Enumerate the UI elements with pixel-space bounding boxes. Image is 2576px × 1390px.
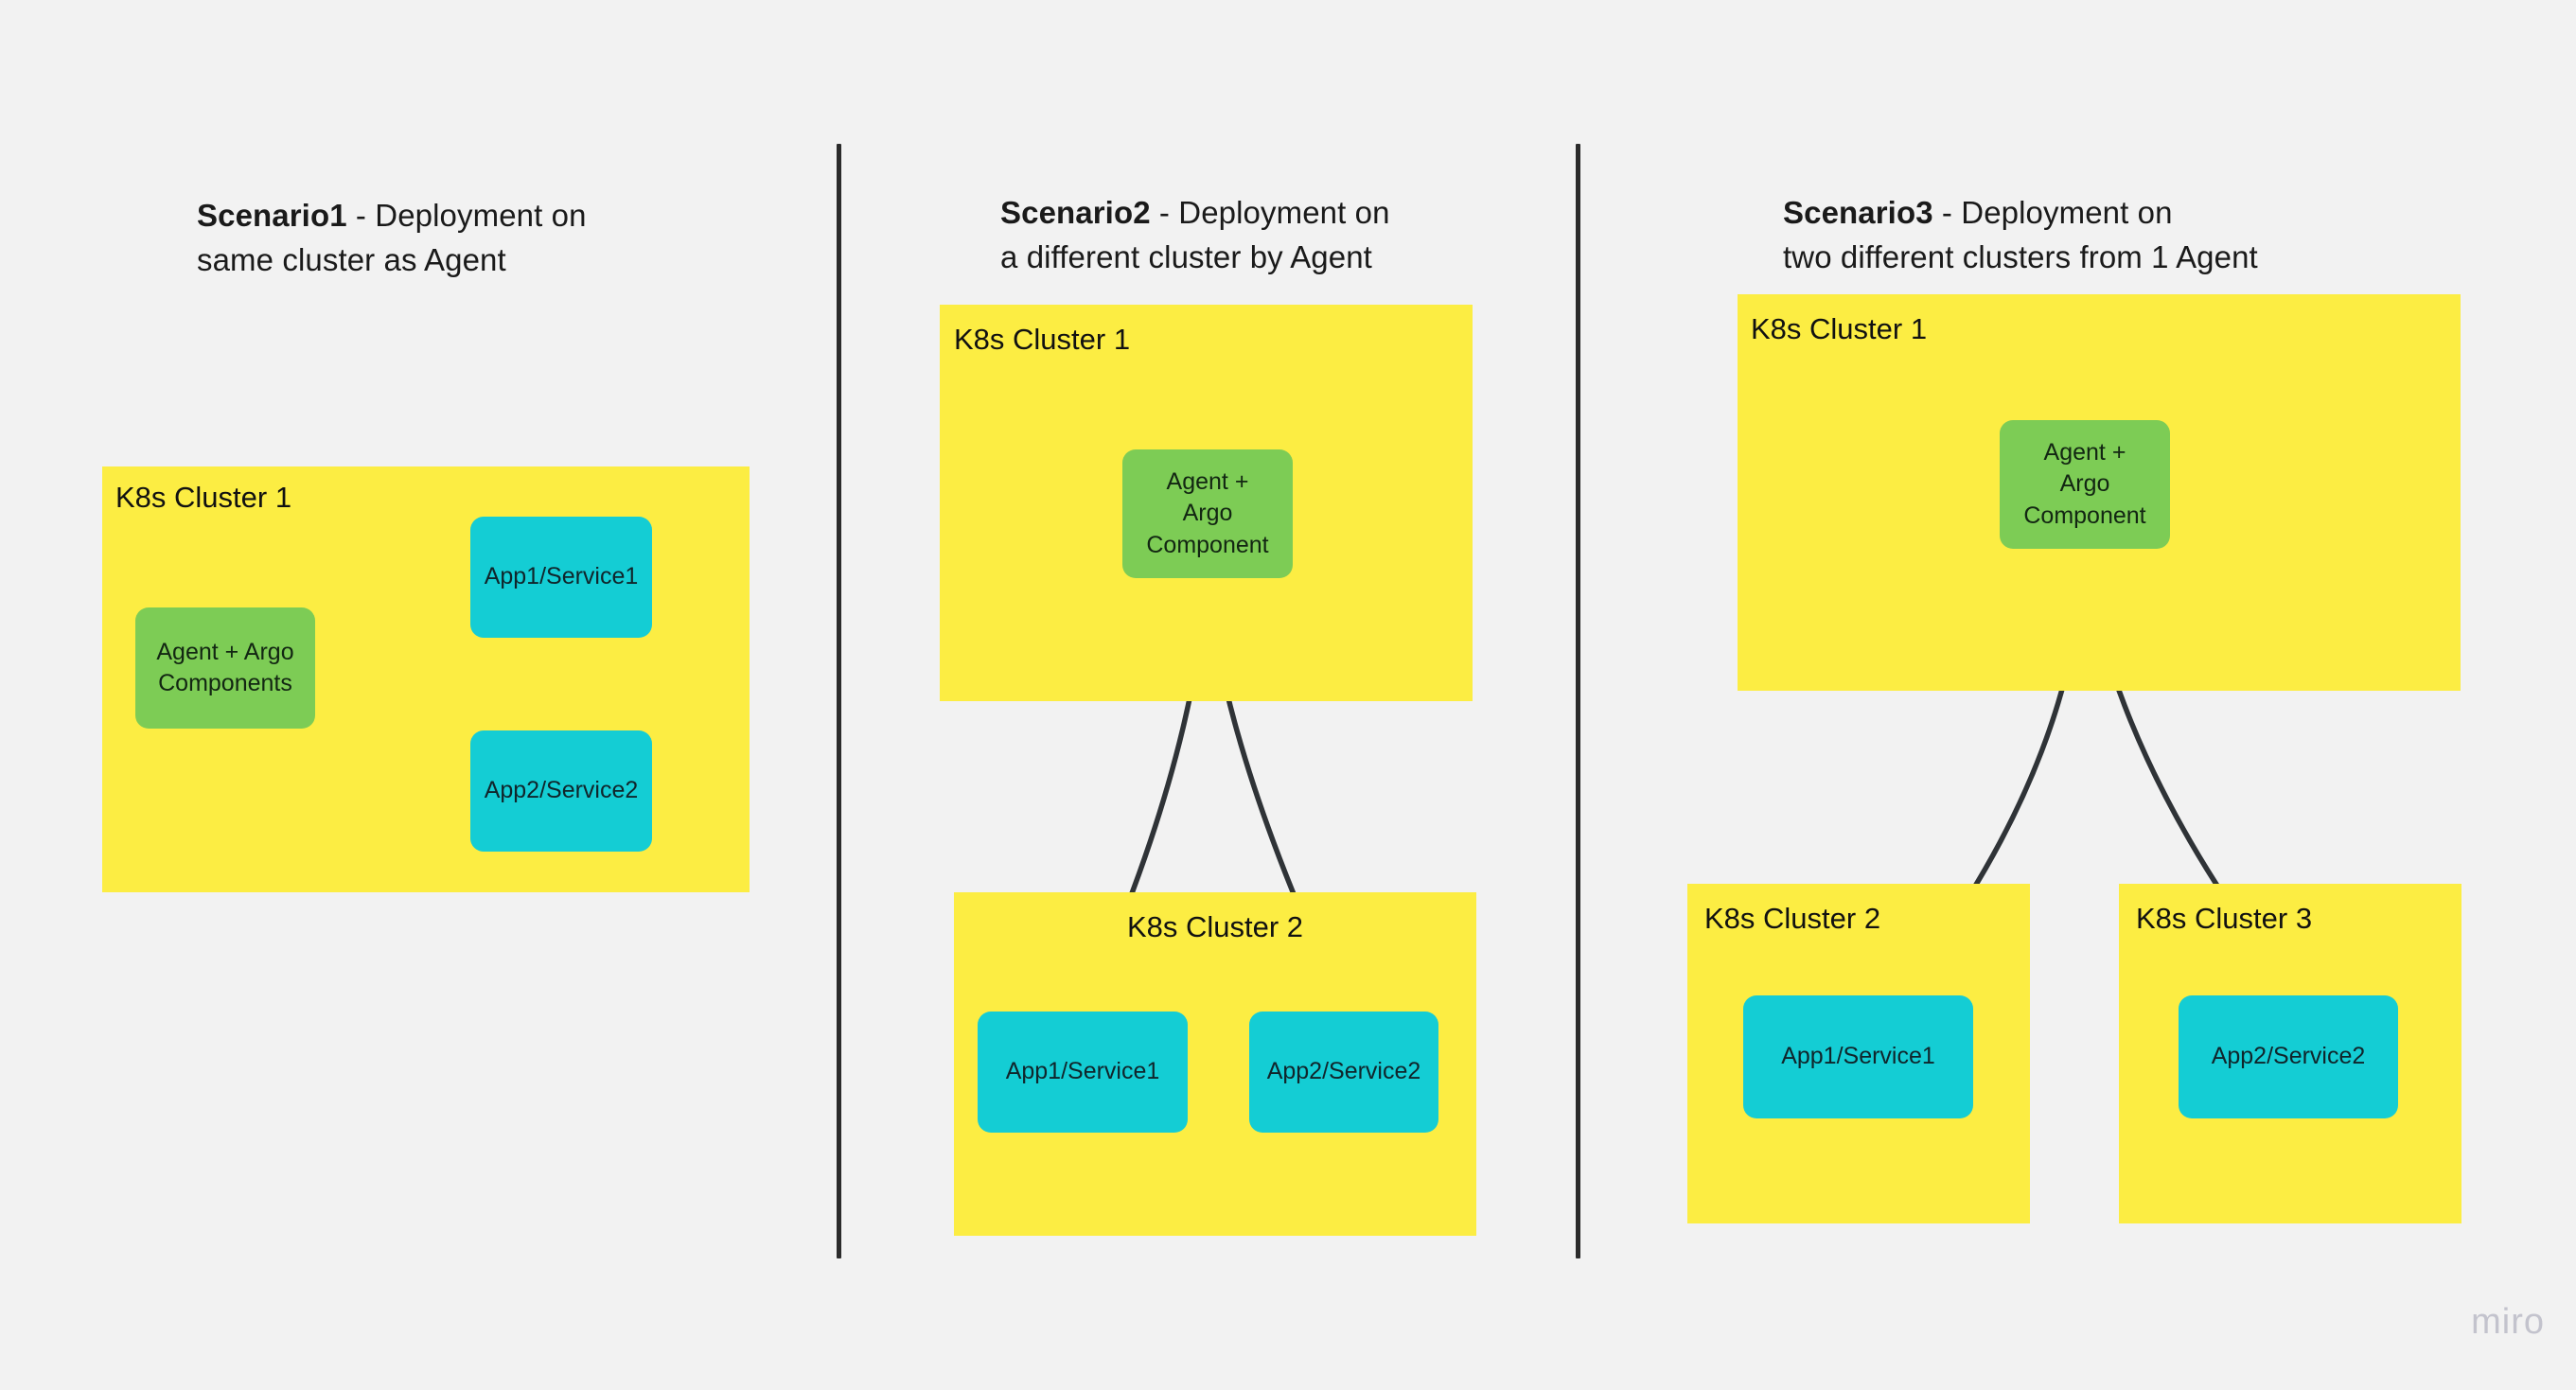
scenario1-title-rest: - Deployment on same cluster as Agent bbox=[197, 197, 587, 277]
scenario1-title-strong: Scenario1 bbox=[197, 197, 347, 233]
scenario2-title: Scenario2 - Deployment on a different cl… bbox=[1000, 147, 1549, 280]
scenario2-title-strong: Scenario2 bbox=[1000, 194, 1151, 230]
scenario3-title-rest: - Deployment on two different clusters f… bbox=[1783, 194, 2258, 274]
node-s1-app2[interactable]: App2/Service2 bbox=[470, 730, 652, 852]
node-s2-app1[interactable]: App1/Service1 bbox=[978, 1012, 1188, 1133]
node-s3-app2[interactable]: App2/Service2 bbox=[2179, 995, 2398, 1118]
divider-scenario2-scenario3 bbox=[1576, 144, 1580, 1258]
cluster-label-s3-cluster1: K8s Cluster 1 bbox=[1751, 312, 1928, 345]
node-s3-app1[interactable]: App1/Service1 bbox=[1743, 995, 1973, 1118]
scenario2-title-rest: - Deployment on a different cluster by A… bbox=[1000, 194, 1390, 274]
cluster-label-s3-cluster2: K8s Cluster 2 bbox=[1704, 902, 1881, 935]
cluster-label-s2-cluster1: K8s Cluster 1 bbox=[954, 323, 1131, 356]
cluster-label-s1-cluster1: K8s Cluster 1 bbox=[115, 481, 292, 514]
scenario3-title-strong: Scenario3 bbox=[1783, 194, 1933, 230]
scenario1-title: Scenario1 - Deployment on same cluster a… bbox=[197, 150, 727, 283]
node-s1-agent[interactable]: Agent + Argo Components bbox=[135, 607, 315, 729]
cluster-label-s3-cluster3: K8s Cluster 3 bbox=[2136, 902, 2313, 935]
scenario3-title: Scenario3 - Deployment on two different … bbox=[1783, 147, 2389, 280]
node-s1-app1[interactable]: App1/Service1 bbox=[470, 517, 652, 638]
node-s2-agent[interactable]: Agent + Argo Component bbox=[1122, 449, 1293, 578]
node-s3-agent[interactable]: Agent + Argo Component bbox=[2000, 420, 2170, 549]
divider-scenario1-scenario2 bbox=[837, 144, 841, 1258]
miro-watermark: miro bbox=[2471, 1302, 2545, 1342]
node-s2-app2[interactable]: App2/Service2 bbox=[1249, 1012, 1438, 1133]
cluster-label-s2-cluster2: K8s Cluster 2 bbox=[1126, 910, 1304, 943]
